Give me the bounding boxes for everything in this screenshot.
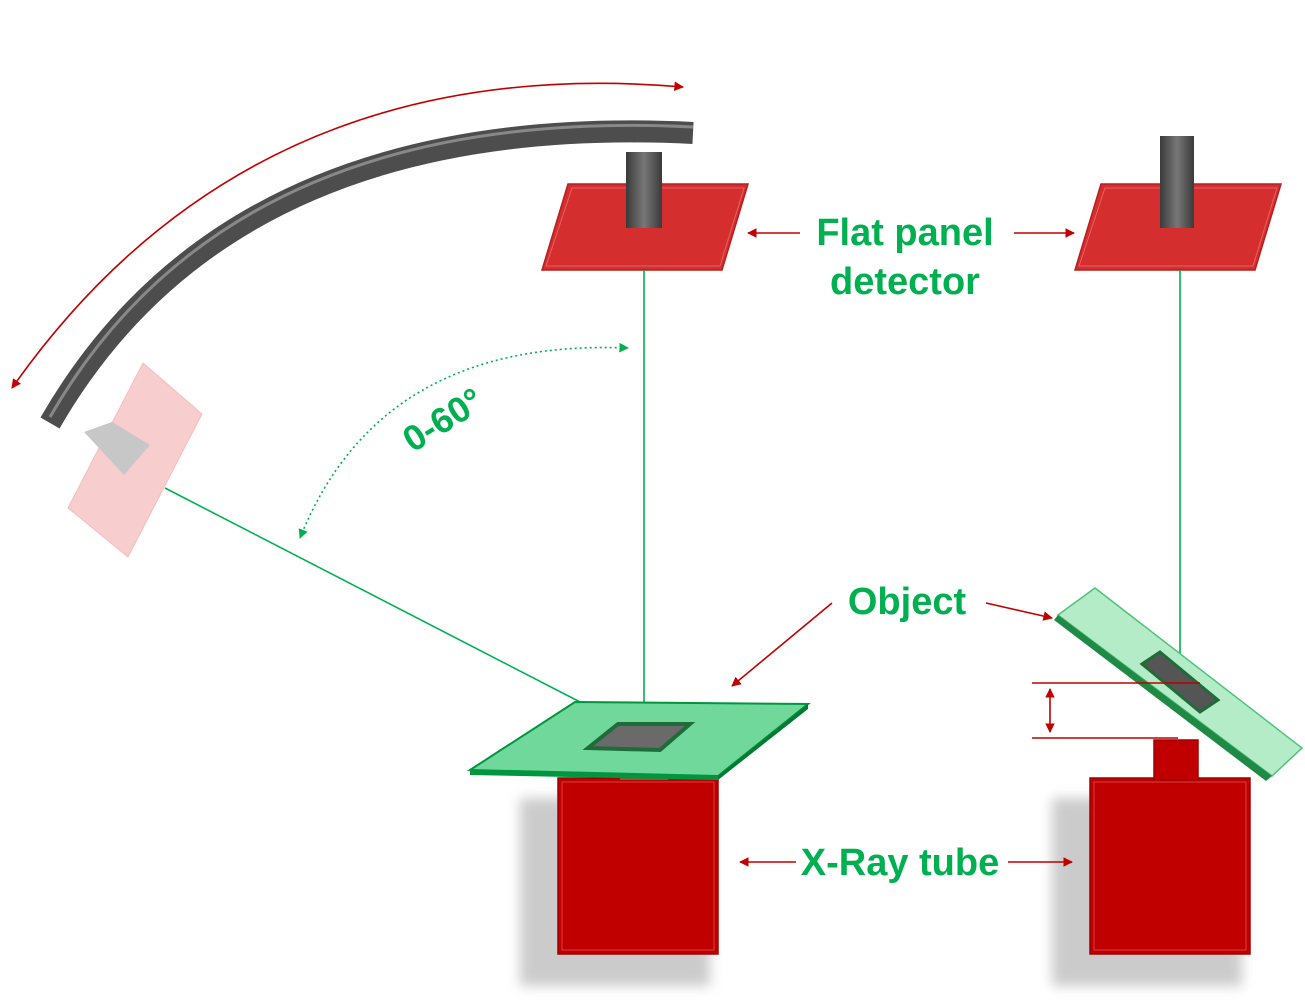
arc-motion-arrow [11,81,684,389]
ghost-detector [67,362,203,558]
object-arrow-right [985,602,1053,621]
angle-arc [298,342,629,539]
object-left [466,700,811,780]
object-right [1054,587,1304,781]
detector-label-line2: detector [830,261,980,303]
height-marker [1032,682,1200,739]
detector-label-line1: Flat panel [816,212,994,254]
flat-panel-detector-left [540,152,750,271]
gantry-arc [40,120,694,429]
flat-panel-detector-right [1073,136,1283,271]
object-label: Object [847,581,967,623]
tilted-beam-line [164,487,583,704]
object-arrow-left [731,602,833,687]
xray-tube-label: X-Ray tube [800,842,1000,884]
xray-tube-right [1052,739,1251,986]
xray-tube-left [520,748,719,986]
